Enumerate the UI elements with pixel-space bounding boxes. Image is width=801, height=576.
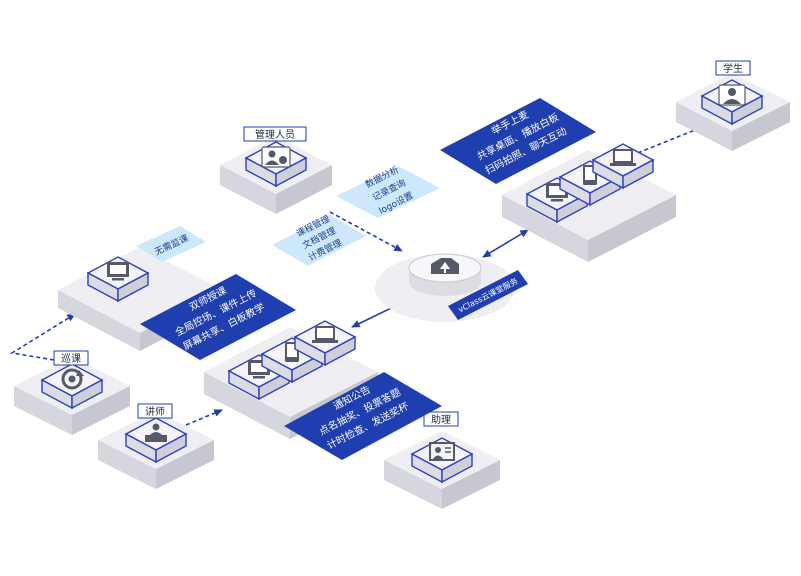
admin-tile[interactable] xyxy=(244,141,308,188)
student-platform: 学生 xyxy=(676,60,790,151)
admin-user-icon xyxy=(261,146,291,168)
cloud-service-icon xyxy=(431,258,459,274)
student-role-tag xyxy=(715,60,751,76)
cloud-service[interactable]: vClass云课堂服务 xyxy=(375,253,528,322)
course-info-panel: 课程管理 文档管理 计费管理 xyxy=(272,212,366,266)
monitor-icon xyxy=(107,262,129,281)
lecturer-role-label: 讲师 xyxy=(145,405,165,418)
assistant-role-label: 助理 xyxy=(431,413,451,426)
connector-cloud-student xyxy=(482,229,529,258)
unmanned-tag xyxy=(136,226,206,262)
assistant-tile[interactable] xyxy=(410,437,474,484)
patrol-refresh-icon xyxy=(61,368,84,390)
connector-lecturer-dual xyxy=(185,409,223,426)
device-tile-laptop[interactable] xyxy=(293,320,357,367)
dual-device-tiles xyxy=(227,320,357,401)
patrol-role-tag xyxy=(53,350,89,366)
lecturer-podium-icon xyxy=(145,423,167,442)
student-device-tiles xyxy=(525,143,655,224)
student-role-label: 学生 xyxy=(723,62,743,75)
connector-student-platform xyxy=(629,127,701,157)
connector-patrol-unmanned xyxy=(9,313,76,361)
lecturer-role-tag xyxy=(137,403,173,419)
admin-platform: 管理人员 xyxy=(220,126,332,214)
student-user-icon xyxy=(718,84,746,106)
admin-info-panel: 数据分析 记录查询 logo设置 xyxy=(336,163,440,218)
patrol-platform: 巡课 xyxy=(14,350,130,435)
device-tile-laptop[interactable] xyxy=(591,143,655,190)
laptop-icon xyxy=(312,326,338,343)
lecturer-platform: 讲师 xyxy=(98,403,214,489)
assistant-board-icon xyxy=(429,442,455,461)
cloud-label-tag xyxy=(448,270,528,320)
assistant-platform: 助理 xyxy=(384,411,500,509)
student-feature-banner: 举手上麦 共享桌面、播放白板 扫码拍照、聊天互动 xyxy=(440,98,596,184)
patrol-role-label: 巡课 xyxy=(61,353,81,365)
admin-role-label: 管理人员 xyxy=(255,128,295,141)
admin-role-tag xyxy=(243,126,307,142)
laptop-icon xyxy=(610,149,636,166)
assistant-role-tag xyxy=(423,411,459,427)
